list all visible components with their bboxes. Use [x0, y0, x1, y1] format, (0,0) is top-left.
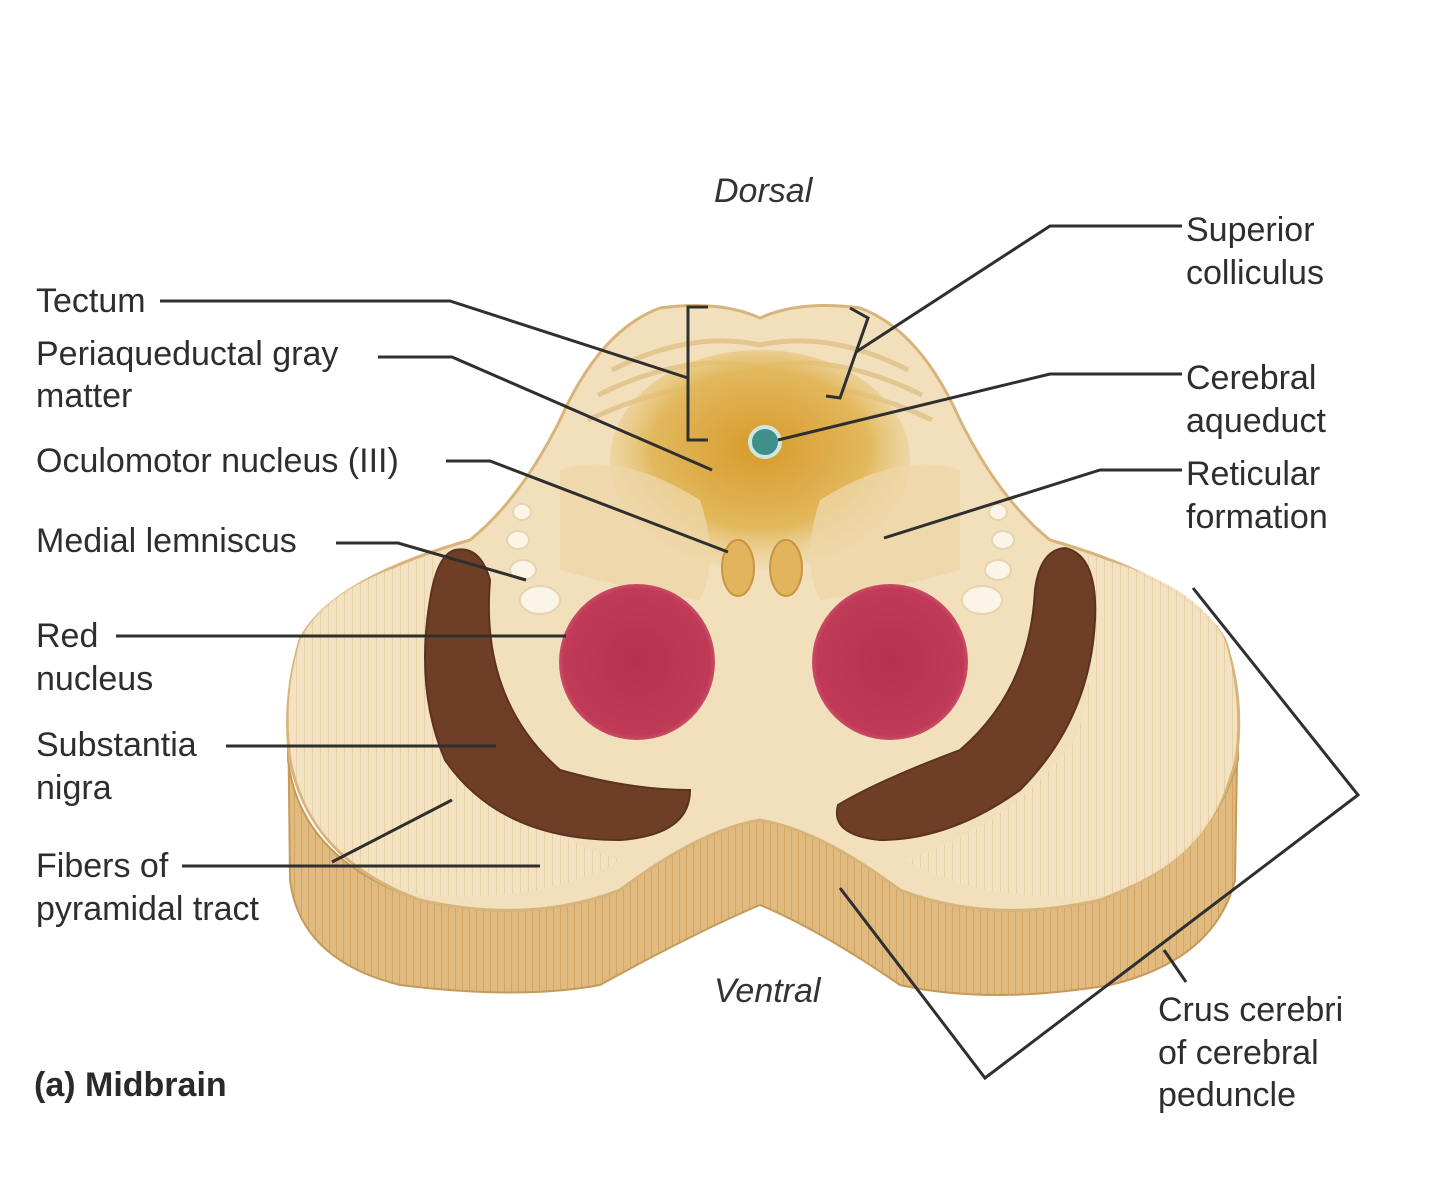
reticular-formation-label-line1: Reticular [1186, 455, 1321, 493]
superior-colliculus-leader [855, 224, 1182, 354]
tectum-leader [160, 299, 689, 380]
crus-cerebri-bracket [838, 587, 1361, 1081]
periaqueductal-leader [378, 355, 713, 472]
superior-colliculus-label-line1: Superior [1186, 211, 1315, 249]
superior-colliculus-bracket [825, 306, 870, 400]
reticular-leader [883, 468, 1182, 540]
cerebral-aqueduct-label-line2: aqueduct [1186, 402, 1326, 440]
aqueduct-leader [777, 372, 1182, 442]
left-pyramidal-fibers [288, 555, 620, 897]
tectum-label: Tectum [36, 282, 146, 320]
cerebral-aqueduct-label-line1: Cerebral [1186, 359, 1317, 397]
left-substantia-nigra [424, 548, 692, 842]
reticular-formation-label-line2: formation [1186, 498, 1328, 536]
right-medial-lemniscus [961, 503, 1015, 615]
red-nucleus-label-line2: nucleus [36, 660, 154, 698]
left-reticular-area [560, 464, 710, 600]
oculomotor-leader [446, 459, 729, 554]
fibers-leader-branch [331, 798, 453, 864]
oculomotor-label: Oculomotor nucleus (III) [36, 442, 399, 480]
crus-cerebri-label-line1: Crus cerebri [1158, 991, 1344, 1029]
medial-lemniscus-label: Medial lemniscus [36, 522, 297, 560]
cerebral-aqueduct [748, 425, 782, 459]
periaqueductal-label-line1: Periaqueductal gray [36, 335, 339, 373]
left-oculomotor-nucleus [721, 539, 755, 597]
crus-cerebri-label-line2: of cerebral [1158, 1034, 1319, 1072]
medial-lemniscus-leader [336, 541, 527, 582]
left-red-nucleus [559, 584, 715, 740]
crus-cerebri-label-line3: peduncle [1158, 1076, 1297, 1114]
left-medial-lemniscus [506, 503, 561, 615]
right-substantia-nigra [835, 546, 1097, 842]
crus-cerebri-leader [1162, 949, 1188, 983]
red-nucleus-label-line1: Red [36, 617, 99, 655]
superior-colliculus-label-line2: colliculus [1186, 254, 1324, 292]
right-red-nucleus [812, 584, 968, 740]
figure-caption: (a) Midbrain [34, 1066, 227, 1104]
right-oculomotor-nucleus [769, 539, 803, 597]
periaqueductal-label-line2: matter [36, 377, 133, 415]
tectum-bracket [686, 305, 708, 442]
fibers-label-line1: Fibers of [36, 847, 169, 885]
right-pyramidal-fibers [905, 555, 1237, 897]
dorsal-label: Dorsal [714, 172, 813, 210]
ventral-label: Ventral [714, 972, 821, 1010]
substantia-nigra-label-line1: Substantia [36, 726, 197, 764]
fibers-label-line2: pyramidal tract [36, 890, 259, 928]
leader-lines [116, 224, 1188, 983]
right-reticular-area [810, 464, 960, 600]
substantia-nigra-label-line2: nigra [36, 769, 112, 807]
